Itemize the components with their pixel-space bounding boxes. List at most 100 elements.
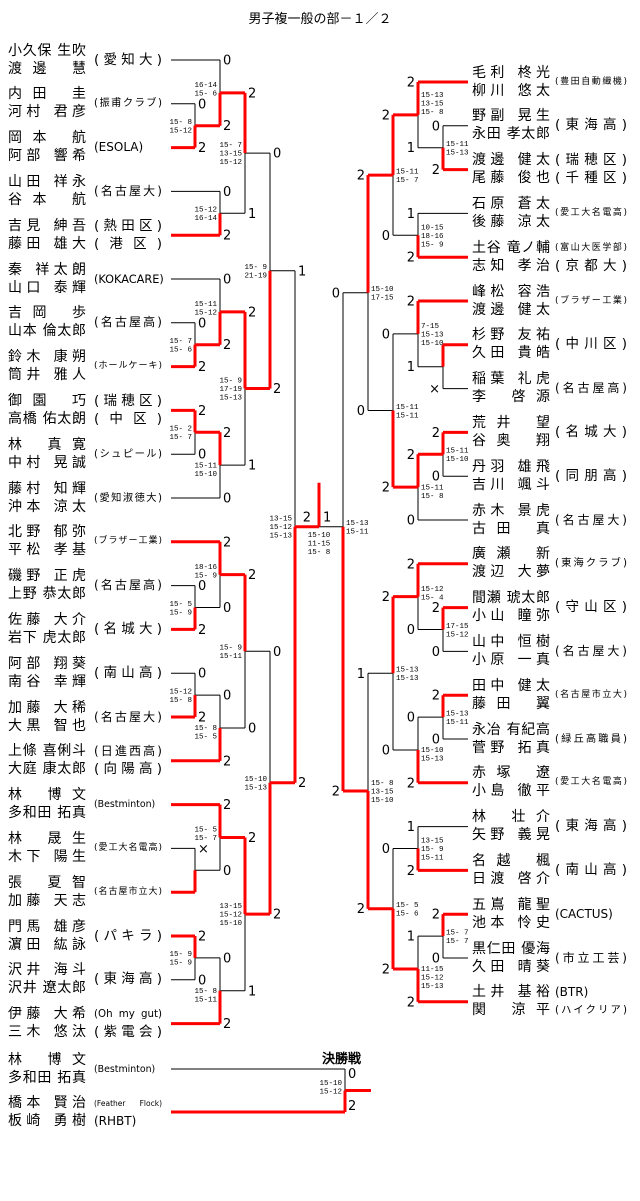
player-name: 北野 郁弥	[8, 524, 86, 541]
affiliation: (愛知大)	[94, 51, 162, 68]
set-score: 15- 5	[194, 734, 217, 742]
game-count: 2	[198, 141, 206, 156]
set-score: 15- 9	[244, 264, 267, 272]
set-score: 15- 8	[169, 697, 192, 705]
player-name: 黒仁田 優海	[472, 940, 550, 957]
player-name: 柳川 悠太	[472, 82, 550, 99]
set-score: 15-10	[371, 797, 394, 805]
game-count: 2	[407, 995, 415, 1010]
set-score: 15- 5	[169, 601, 192, 609]
game-count: 0	[407, 711, 415, 726]
game-count: 0	[407, 623, 415, 638]
player-name: 渡邊 健太	[472, 152, 550, 169]
affiliation: (熱田区)	[94, 217, 162, 234]
set-score: 15-13	[446, 149, 469, 157]
player-name: 阿部 翔葵	[8, 655, 86, 672]
affiliation: (愛工大名電高)	[94, 842, 162, 853]
set-score: 15- 8	[194, 725, 217, 733]
set-score: 15-13	[421, 92, 444, 100]
game-count: 2	[357, 169, 365, 184]
player-name: 大庭 康太郎	[8, 761, 86, 778]
game-count: 2	[198, 404, 206, 419]
player-name: 吉見 紳吾	[8, 217, 86, 234]
set-score: 15-12	[194, 207, 217, 215]
set-score: 15-11	[446, 719, 469, 727]
affiliation: (中区)	[94, 410, 162, 427]
game-count: 2	[223, 754, 231, 769]
player-name: 永田 孝太郎	[472, 126, 550, 143]
affiliation: (千種区)	[555, 170, 627, 187]
game-count: 0	[432, 470, 440, 485]
player-name: 李 啓源	[472, 389, 550, 406]
set-score: 15-10	[319, 1080, 342, 1088]
player-name: 志知 孝治	[472, 257, 550, 274]
game-count: 2	[248, 86, 256, 101]
affiliation: (BTR)	[555, 985, 589, 1000]
affiliation: (RHBT)	[94, 1113, 137, 1128]
set-score: 15- 2	[169, 426, 192, 434]
affiliation: (愛知淑徳大)	[94, 491, 162, 504]
game-count: ×	[198, 842, 209, 857]
set-score: 15- 9	[169, 951, 192, 959]
affiliation: (中川区)	[555, 336, 627, 353]
affiliation: (市立工芸)	[555, 950, 627, 965]
game-count: 2	[223, 535, 231, 550]
score-labels: 020202210202202021020220020220×202002210…	[169, 54, 469, 1115]
affiliation: (豊田自動織機)	[555, 76, 627, 87]
player-name: 木下 陽生	[8, 848, 86, 865]
player-name: 磯野 正虎	[8, 568, 86, 585]
player-name: 関 涼平	[472, 1002, 550, 1019]
player-name: 上野 恭太郎	[8, 586, 86, 603]
set-score: 15-13	[396, 667, 419, 675]
affiliation: (名古屋大)	[94, 709, 162, 724]
affiliation: (名古屋大)	[94, 183, 162, 198]
game-count: 0	[223, 492, 231, 507]
game-count: 0	[382, 842, 390, 857]
affiliation: (同朋高)	[555, 467, 627, 484]
player-name: 野副 晃生	[472, 108, 550, 125]
game-count: 2	[407, 557, 415, 572]
game-count: 0	[432, 952, 440, 967]
affiliation: (名古屋高)	[94, 578, 162, 593]
game-count: 2	[407, 864, 415, 879]
player-name: 佐藤 大介	[8, 611, 86, 628]
set-score: 15- 9	[219, 378, 242, 386]
affiliation: (富山大医学部)	[555, 242, 627, 253]
affiliation: (Feather Flock)	[94, 1098, 162, 1108]
set-score: 15-13	[396, 675, 419, 683]
affiliation: (日進西高)	[94, 744, 162, 759]
set-score: 15-13	[244, 784, 267, 792]
game-count: 0	[382, 229, 390, 244]
player-name: 峰松 容浩	[472, 283, 550, 300]
game-count: 2	[303, 511, 311, 526]
player-name: 山本 倫太郎	[8, 323, 86, 340]
player-name: 渡邊 慧	[8, 60, 86, 77]
affiliation: (愛工大名電高)	[555, 207, 627, 218]
player-name: 小久保 生吹	[8, 42, 86, 59]
player-name: 沢井 海斗	[8, 962, 86, 979]
set-score: 15-12	[219, 912, 242, 920]
set-score: 15-10	[219, 920, 242, 928]
game-count: 2	[432, 426, 440, 441]
player-name: 秦 祥太朗	[8, 261, 86, 278]
set-score: 13-15	[421, 838, 444, 846]
player-name: 毛利 柊光	[472, 64, 550, 81]
player-name: 南谷 幸輝	[8, 673, 86, 690]
player-name: 阿部 響希	[8, 148, 86, 165]
game-count: 1	[407, 207, 415, 222]
set-score: 17-15	[446, 623, 469, 631]
game-count: 0	[198, 667, 206, 682]
affiliation: (愛工大名電高)	[555, 777, 627, 788]
game-count: 0	[348, 1067, 356, 1082]
player-name: 内田 圭	[8, 86, 86, 103]
affiliation: (名古屋高)	[555, 381, 627, 396]
game-count: 1	[248, 459, 256, 474]
affiliation: (パキラ)	[94, 927, 162, 944]
player-name: 大黒 智也	[8, 717, 86, 734]
affiliation: (港区)	[94, 235, 162, 252]
player-name: 尾藤 俊也	[472, 170, 550, 187]
affiliation: (名古屋高)	[94, 315, 162, 330]
set-score: 16-14	[194, 82, 217, 90]
set-score: 15-11	[396, 404, 419, 412]
game-count: 1	[298, 264, 306, 279]
